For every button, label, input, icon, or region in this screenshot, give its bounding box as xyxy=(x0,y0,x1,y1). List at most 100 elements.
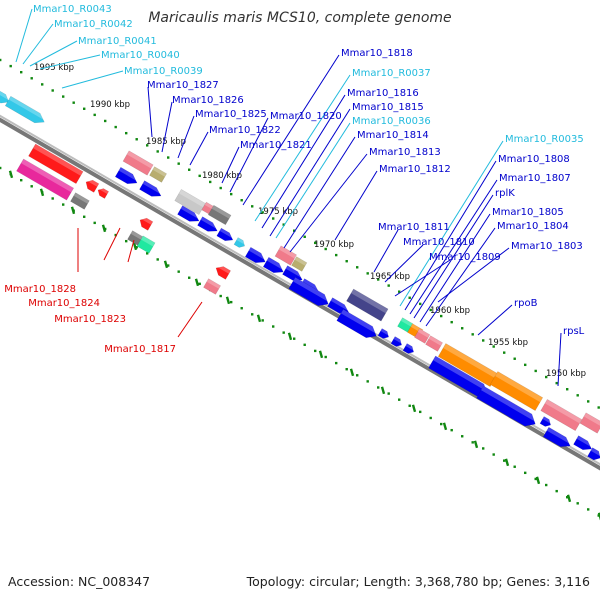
label-leader-line xyxy=(189,131,209,166)
gene-feature xyxy=(336,309,380,338)
inner-ring-dot xyxy=(429,416,432,420)
inner-ring-dot xyxy=(534,477,537,481)
inner-ring-dot xyxy=(419,410,422,414)
outer-ring-dot xyxy=(93,113,96,117)
inner-ring-dot xyxy=(324,355,327,359)
inner-ring-dot xyxy=(545,483,548,487)
label-leader-line xyxy=(425,227,496,327)
gene-feature xyxy=(85,177,100,193)
gene-feature xyxy=(476,385,539,427)
outer-ring-dot xyxy=(366,272,369,275)
outer-ring-dot xyxy=(587,400,590,403)
gene-label: Mmar10_1817 xyxy=(104,344,176,355)
inner-ring-dot xyxy=(314,349,317,353)
label-leader-line xyxy=(557,332,562,387)
gene-features xyxy=(0,89,600,461)
inner-ring-dot xyxy=(555,489,558,493)
gene-label: Mmar10_1827 xyxy=(147,80,219,91)
gene-label: Mmar10_R0042 xyxy=(54,19,133,30)
gene-feature xyxy=(282,265,305,281)
outer-ring-dot xyxy=(597,406,600,409)
gene-label: Mmar10_1808 xyxy=(498,154,570,165)
inner-ring-dot xyxy=(335,361,338,365)
gene-label: Mmar10_1822 xyxy=(209,125,281,136)
gene-feature xyxy=(139,180,164,197)
label-leader-line xyxy=(161,101,173,153)
inner-ring-dot xyxy=(566,496,569,499)
inner-ring-tick xyxy=(504,458,510,467)
inner-ring-tick xyxy=(8,170,14,179)
inner-ring-dot xyxy=(492,453,495,456)
gene-feature xyxy=(136,235,156,254)
inner-ring-dot xyxy=(482,447,485,450)
inner-ring-dot xyxy=(240,307,243,310)
outer-ring-dot xyxy=(9,64,12,68)
outer-ring-dot xyxy=(555,381,558,385)
label-leader-line xyxy=(261,94,346,229)
inner-ring-dot xyxy=(93,221,96,225)
outer-ring-dot xyxy=(314,241,317,245)
gene-feature xyxy=(16,158,75,201)
outer-ring-dot xyxy=(534,369,537,373)
outer-ring-dot xyxy=(251,205,254,208)
inner-ring-dot xyxy=(135,246,138,249)
gene-label: Mmar10_1810 xyxy=(403,237,475,248)
outer-ring-dot xyxy=(230,192,233,196)
inner-ring-tick xyxy=(535,476,541,485)
label-leader-line xyxy=(437,247,510,303)
label-leader-line xyxy=(373,229,399,273)
gene-feature xyxy=(262,256,287,274)
label-leader-line xyxy=(229,117,269,193)
label-leader-line xyxy=(254,74,351,222)
label-leader-line xyxy=(127,239,135,263)
gene-feature xyxy=(174,189,206,216)
outer-ring-dot xyxy=(209,180,212,184)
gene-feature xyxy=(327,297,352,314)
inner-ring-tick xyxy=(70,206,76,215)
gene-label: Mmar10_1804 xyxy=(497,221,569,232)
inner-ring-tick xyxy=(287,332,293,341)
gene-label: Mmar10_1820 xyxy=(270,111,342,122)
gene-label: Mmar10_1807 xyxy=(499,173,571,184)
inner-ring-tick xyxy=(163,260,169,269)
genome-summary-text: Topology: circular; Length: 3,368,780 bp… xyxy=(246,574,590,589)
outer-ring-dot xyxy=(324,247,327,251)
label-leader-line xyxy=(275,122,351,239)
kbp-tick-label: 1950 kbp xyxy=(546,369,586,379)
outer-ring-dot xyxy=(398,290,401,293)
gene-feature xyxy=(149,166,167,183)
inner-ring-dot xyxy=(587,508,590,511)
outer-ring-dot xyxy=(30,77,33,80)
inner-ring-dot xyxy=(293,337,296,340)
gene-feature xyxy=(540,399,583,432)
gene-label: Mmar10_R0043 xyxy=(33,4,112,15)
inner-ring-dot xyxy=(188,276,191,279)
outer-ring-dot xyxy=(83,107,86,110)
inner-ring-dot xyxy=(377,386,380,389)
outer-ring-dot xyxy=(62,95,65,98)
inner-ring-tick xyxy=(473,440,479,449)
outer-ring-dot xyxy=(513,357,516,360)
outer-ring-dot xyxy=(240,199,243,202)
outer-ring-dot xyxy=(167,156,170,159)
gene-label: rpoB xyxy=(514,298,538,309)
inner-ring-dot xyxy=(20,178,23,182)
outer-ring-dot xyxy=(188,168,191,171)
inner-ring-dot xyxy=(146,252,149,255)
outer-ring-dot xyxy=(356,266,359,269)
gene-feature xyxy=(28,143,84,185)
outer-ring-dot xyxy=(482,339,485,342)
outer-ring-dot xyxy=(450,320,453,324)
gene-feature xyxy=(573,435,595,451)
inner-ring-dot xyxy=(156,258,159,261)
gene-feature xyxy=(114,166,140,185)
inner-ring-tick xyxy=(380,386,386,395)
outer-ring-dot xyxy=(177,162,180,165)
inner-ring-dot xyxy=(356,374,359,377)
gene-feature xyxy=(197,216,220,232)
gene-label: Mmar10_1816 xyxy=(347,88,419,99)
label-leader-line xyxy=(289,153,368,253)
gene-feature xyxy=(390,336,404,347)
inner-ring-tick xyxy=(225,296,231,305)
gene-feature xyxy=(489,371,544,411)
